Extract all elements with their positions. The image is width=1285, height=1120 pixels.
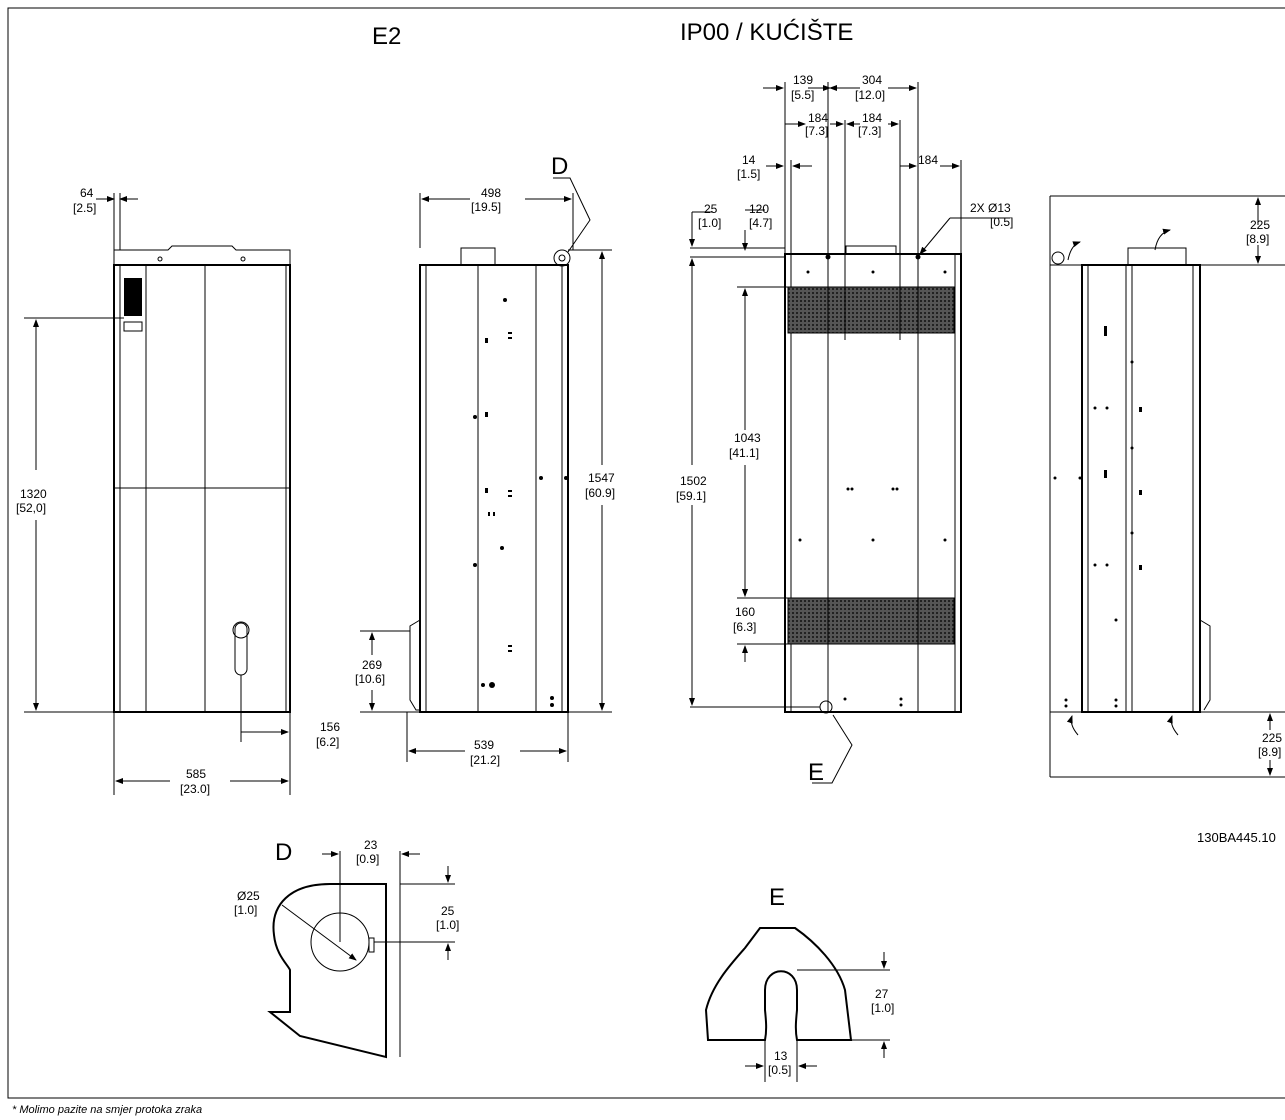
airflow-view: 225 [8.9] 225 [8.9]	[1049, 195, 1285, 778]
dim-184a-value: 184	[808, 111, 828, 125]
clearance-bottom-value: 225	[1262, 731, 1282, 745]
dim-160-inch: [6.3]	[733, 620, 756, 634]
detail-d-25-value: 25	[441, 904, 455, 918]
holes-value: 2X Ø13	[970, 201, 1011, 215]
height-1320-inch: [52,0]	[16, 501, 46, 515]
drawing-border	[7, 7, 1285, 1099]
foot-height-value: 269	[362, 658, 382, 672]
height-1547-inch: [60.9]	[585, 486, 615, 500]
dim-139-value: 139	[793, 73, 813, 87]
detail-d-dia-value: Ø25	[237, 889, 260, 903]
handle-offset-value: 156	[320, 720, 340, 734]
handle-offset-inch: [6.2]	[316, 735, 339, 749]
top-grille	[787, 286, 955, 334]
height-1320-value: 1320	[20, 487, 47, 501]
detail-d-label: D	[275, 839, 292, 866]
depth-bottom-inch: [21.2]	[470, 753, 500, 767]
bottom-grille	[787, 597, 955, 645]
dim-25-inch: [1.0]	[698, 216, 721, 230]
dim-120-inch: [4.7]	[749, 216, 772, 230]
dim-1043-inch: [41.1]	[729, 446, 759, 460]
dim-304-value: 304	[862, 73, 882, 87]
detail-d: D Ø25 [1.0] 23 [0.9] 25 [1.0]	[234, 838, 459, 1059]
back-view: E 139 [5.5] 304 [12.0] 184 [7.3] 184 [7.…	[676, 73, 1013, 786]
detail-d-23-inch: [0.9]	[356, 852, 379, 866]
clearance-top-value: 225	[1250, 218, 1270, 232]
detail-e: E 27 [1.0] 13 [0.5]	[704, 884, 894, 1082]
footnote: * Molimo pazite na smjer protoka zraka	[12, 1104, 202, 1116]
front-view: 64 [2.5] 1320 [52,0] 156 [6.2] 585 [23.0…	[16, 186, 340, 796]
dim-184b-value: 184	[862, 111, 882, 125]
side-view: D 498 [19.5] 1547 [60.9] 269 [10.6] 539 …	[355, 153, 615, 767]
detail-e-13-inch: [0.5]	[768, 1063, 791, 1077]
detail-e-27-value: 27	[875, 987, 889, 1001]
total-width-value: 585	[186, 767, 206, 781]
foot-height-inch: [10.6]	[355, 672, 385, 686]
detail-e-label: E	[769, 884, 785, 911]
front-width-value: 64	[80, 186, 94, 200]
dim-184a-inch: [7.3]	[805, 124, 828, 138]
detail-d-25-inch: [1.0]	[436, 918, 459, 932]
dim-184b-inch: [7.3]	[858, 124, 881, 138]
detail-d-23-value: 23	[364, 838, 378, 852]
clearance-top-inch: [8.9]	[1246, 232, 1269, 246]
detail-e-13-value: 13	[774, 1049, 788, 1063]
dim-1502-value: 1502	[680, 474, 707, 488]
dim-160-value: 160	[735, 605, 755, 619]
depth-top-inch: [19.5]	[471, 200, 501, 214]
detail-e-marker: E	[808, 759, 824, 786]
model-label: E2	[372, 23, 401, 50]
document-code: 130BA445.10	[1197, 830, 1276, 845]
total-width-inch: [23.0]	[180, 782, 210, 796]
detail-d-marker: D	[551, 153, 568, 180]
height-1547-value: 1547	[588, 471, 615, 485]
dim-14-inch: [1.5]	[737, 167, 760, 181]
detail-e-27-inch: [1.0]	[871, 1001, 894, 1015]
holes-inch: [0.5]	[990, 215, 1013, 229]
detail-d-dia-inch: [1.0]	[234, 903, 257, 917]
dim-1043-value: 1043	[734, 431, 761, 445]
page-title: IP00 / KUĆIŠTE	[680, 18, 853, 46]
clearance-bottom-inch: [8.9]	[1258, 745, 1281, 759]
depth-top-value: 498	[481, 186, 501, 200]
dim-304-inch: [12.0]	[855, 88, 885, 102]
depth-bottom-value: 539	[474, 738, 494, 752]
dim-120-value: 120	[749, 202, 769, 216]
dim-1502-inch: [59.1]	[676, 489, 706, 503]
dim-139-inch: [5.5]	[791, 88, 814, 102]
front-width-inch: [2.5]	[73, 201, 96, 215]
dim-184c-value: 184	[918, 153, 938, 167]
dim-14-value: 14	[742, 153, 756, 167]
dim-25-value: 25	[704, 202, 718, 216]
